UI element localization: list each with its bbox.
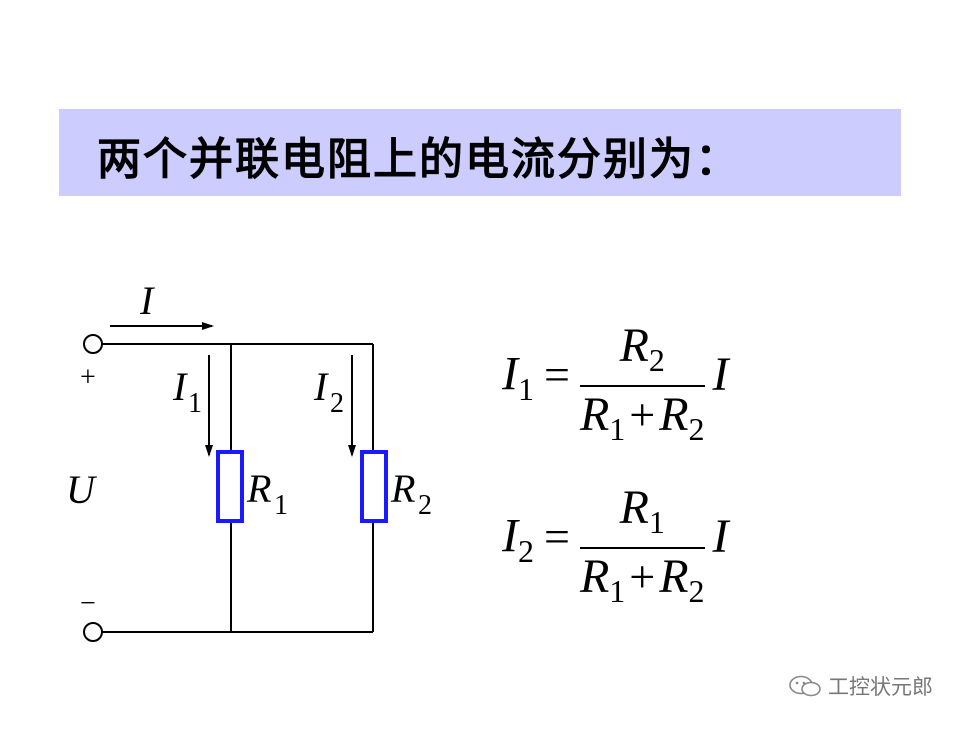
f1-den-a: R [579, 388, 610, 441]
f1-plus: + [629, 389, 656, 440]
formula-i2: I2 = R1 R1 + R2 I [502, 480, 729, 616]
f2-lhs-sub: 2 [517, 532, 534, 569]
slide-title: 两个并联电阻上的电流分别为： [97, 134, 741, 185]
r1-label: R [246, 466, 271, 511]
wechat-icon [789, 675, 821, 697]
branch1-current-label: I [172, 364, 188, 409]
negative-terminal [83, 622, 103, 642]
watermark-text: 工控状元郎 [828, 675, 933, 699]
f1-denominator: R1 + R2 [580, 387, 705, 454]
f2-num-var: R [619, 481, 649, 534]
watermark: 工控状元郎 [788, 671, 933, 701]
main-current-label: I [139, 278, 155, 323]
f2-fraction-bar [579, 547, 705, 549]
f1-fraction-bar [579, 385, 705, 387]
f1-den-a-sub: 1 [609, 411, 626, 447]
positive-terminal [83, 334, 103, 354]
r1-sub: 1 [274, 490, 288, 521]
f2-lhs: I [502, 509, 518, 563]
f2-fraction: R1 R1 + R2 [579, 480, 705, 616]
r2-sub: 2 [418, 490, 432, 521]
f1-numerator: R2 [620, 318, 665, 385]
f2-den-b-sub: 2 [688, 573, 705, 609]
branch2-current-sub: 2 [330, 388, 344, 419]
f1-num-var: R [619, 319, 649, 372]
f1-num-sub: 2 [648, 342, 665, 378]
f2-rhs: I [712, 509, 729, 563]
f2-equals: = [543, 510, 570, 562]
f2-den-b: R [659, 550, 689, 603]
resistor-r2 [360, 450, 388, 523]
f2-numerator: R1 [620, 480, 665, 547]
f1-lhs-sub: 1 [517, 370, 534, 407]
voltage-label: U [66, 467, 98, 512]
f1-rhs: I [712, 347, 729, 401]
f1-lhs: I [502, 347, 518, 401]
f1-den-b-sub: 2 [688, 411, 705, 447]
f2-num-sub: 1 [648, 504, 665, 540]
f1-equals: = [543, 348, 570, 400]
f2-den-a-sub: 1 [609, 573, 626, 609]
f2-denominator: R1 + R2 [580, 549, 705, 616]
resistor-r1 [216, 450, 244, 523]
branch1-current-sub: 1 [188, 388, 202, 419]
minus-label: − [80, 588, 96, 619]
formula-i1: I1 = R2 R1 + R2 I [502, 318, 729, 454]
r2-label: R [390, 466, 415, 511]
title-band: 两个并联电阻上的电流分别为： [59, 109, 901, 196]
f2-plus: + [629, 551, 656, 602]
f1-fraction: R2 R1 + R2 [579, 318, 705, 454]
f2-den-a: R [579, 550, 610, 603]
f1-den-b: R [659, 388, 689, 441]
branch2-current-label: I [313, 364, 329, 409]
plus-label: + [80, 362, 96, 393]
